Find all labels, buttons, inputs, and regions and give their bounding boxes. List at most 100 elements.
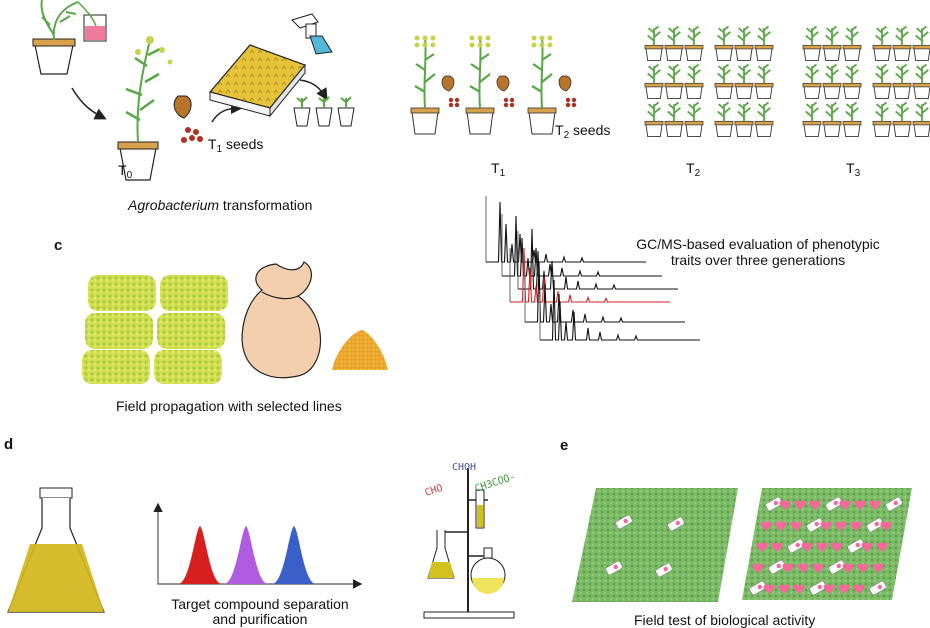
potted-plant bbox=[912, 25, 930, 62]
potted-plant bbox=[842, 63, 862, 100]
separation-caption-line1: Target compound separation bbox=[171, 596, 349, 612]
panel-letter-e: e bbox=[560, 437, 569, 454]
dispenser-icon bbox=[615, 514, 633, 530]
marker-icon bbox=[790, 521, 802, 531]
potted-plant bbox=[734, 25, 754, 62]
potted-plant bbox=[714, 101, 734, 138]
marker-icon bbox=[835, 521, 847, 531]
potted-plant bbox=[842, 101, 862, 138]
potted-plant bbox=[872, 63, 892, 100]
marker-icon bbox=[752, 563, 764, 573]
potted-plant bbox=[892, 25, 912, 62]
chromatogram-trace bbox=[509, 247, 670, 303]
marker-icon bbox=[853, 584, 865, 594]
rapeseed-field-plots bbox=[82, 275, 228, 384]
marker-icon bbox=[850, 521, 862, 531]
marker-icon bbox=[839, 500, 851, 510]
marker-icon bbox=[771, 542, 783, 552]
t3-plant-grid bbox=[802, 25, 930, 138]
potted-plant bbox=[644, 25, 664, 62]
seed-bag-illustration bbox=[241, 261, 322, 379]
marker-icon bbox=[831, 542, 843, 552]
potted-plant bbox=[872, 25, 892, 62]
field-propagation-caption: Field propagation with selected lines bbox=[116, 398, 342, 414]
dispensers-treated bbox=[749, 496, 903, 596]
dispenser-icon bbox=[885, 496, 903, 512]
marker-icon bbox=[779, 500, 791, 510]
dispenser-icon bbox=[809, 580, 827, 596]
marker-icon bbox=[876, 542, 888, 552]
marker-icon bbox=[857, 563, 869, 573]
t1-plant bbox=[410, 35, 460, 135]
arrow-to-t0 bbox=[71, 87, 107, 120]
chem-label-ch3coo: CH3COO- bbox=[474, 471, 517, 494]
marker-icon bbox=[816, 542, 828, 552]
marker-icon bbox=[809, 500, 821, 510]
dispenser-icon bbox=[768, 559, 786, 575]
t1-seeds-label: T1 seeds bbox=[208, 136, 264, 155]
marker-icon bbox=[838, 584, 850, 594]
separation-peak bbox=[178, 526, 222, 584]
marker-icon bbox=[775, 521, 787, 531]
marker-icon bbox=[869, 500, 881, 510]
t1-plant bbox=[465, 35, 515, 135]
seed-pod-illustration bbox=[173, 95, 203, 143]
potted-plant bbox=[684, 101, 704, 138]
separation-caption-line2: and purification bbox=[212, 611, 308, 627]
marker-icon bbox=[861, 542, 873, 552]
chem-label-choh: CHOH bbox=[452, 462, 476, 473]
selection-tray-illustration bbox=[208, 44, 306, 118]
marker-icon bbox=[794, 500, 806, 510]
gcms-caption-line2: traits over three generations bbox=[670, 252, 846, 268]
potted-plant bbox=[754, 101, 774, 138]
potted-plant bbox=[644, 101, 664, 138]
chromatogram-trace bbox=[539, 279, 700, 341]
separation-peak bbox=[224, 526, 268, 584]
marker-icon bbox=[793, 584, 805, 594]
marker-icon bbox=[880, 521, 892, 531]
panel-letter-d: d bbox=[4, 436, 14, 453]
dispenser-icon bbox=[825, 496, 843, 512]
generation-label-t3: T3 bbox=[846, 160, 861, 179]
t0-plant-illustration bbox=[117, 36, 173, 181]
t2-seeds-label: T2 seeds bbox=[555, 122, 611, 141]
t2-plant-grid bbox=[644, 25, 774, 138]
potted-plant bbox=[892, 63, 912, 100]
potted-plant bbox=[822, 63, 842, 100]
marker-icon bbox=[812, 563, 824, 573]
panel-letter-c: c bbox=[54, 237, 63, 254]
dispenser-icon bbox=[655, 562, 673, 578]
chem-label-cho: CHO bbox=[424, 483, 445, 499]
dispenser-icon bbox=[765, 496, 783, 512]
potted-plant bbox=[802, 63, 822, 100]
potted-plant bbox=[892, 101, 912, 138]
dispenser-icon bbox=[866, 517, 884, 533]
marker-icon bbox=[782, 563, 794, 573]
potted-plant bbox=[822, 101, 842, 138]
dispenser-icon bbox=[828, 559, 846, 575]
distillation-stand-illustration bbox=[423, 468, 515, 619]
transformation-caption: Agrobacterium transformation bbox=[128, 197, 313, 213]
chromatogram-trace bbox=[501, 214, 662, 277]
potted-plant bbox=[714, 63, 734, 100]
potted-plant bbox=[842, 25, 862, 62]
potted-plant bbox=[664, 101, 684, 138]
t1-plant bbox=[527, 35, 577, 135]
dispenser-icon bbox=[806, 517, 824, 533]
marker-icon bbox=[801, 542, 813, 552]
dispenser-icon bbox=[667, 516, 685, 532]
marker-icon bbox=[820, 521, 832, 531]
potted-plant bbox=[912, 101, 930, 138]
potted-plant bbox=[754, 63, 774, 100]
potted-plant bbox=[802, 101, 822, 138]
marker-icon bbox=[756, 542, 768, 552]
spray-bottle-icon bbox=[291, 13, 333, 55]
gcms-caption-line1: GC/MS-based evaluation of phenotypic bbox=[636, 236, 880, 252]
dispenser-icon bbox=[605, 560, 623, 576]
marker-icon bbox=[854, 500, 866, 510]
seedlings-illustration bbox=[293, 96, 355, 127]
field-test-caption: Field test of biological activity bbox=[634, 612, 816, 628]
potted-plant bbox=[822, 25, 842, 62]
potted-plant bbox=[644, 63, 664, 100]
